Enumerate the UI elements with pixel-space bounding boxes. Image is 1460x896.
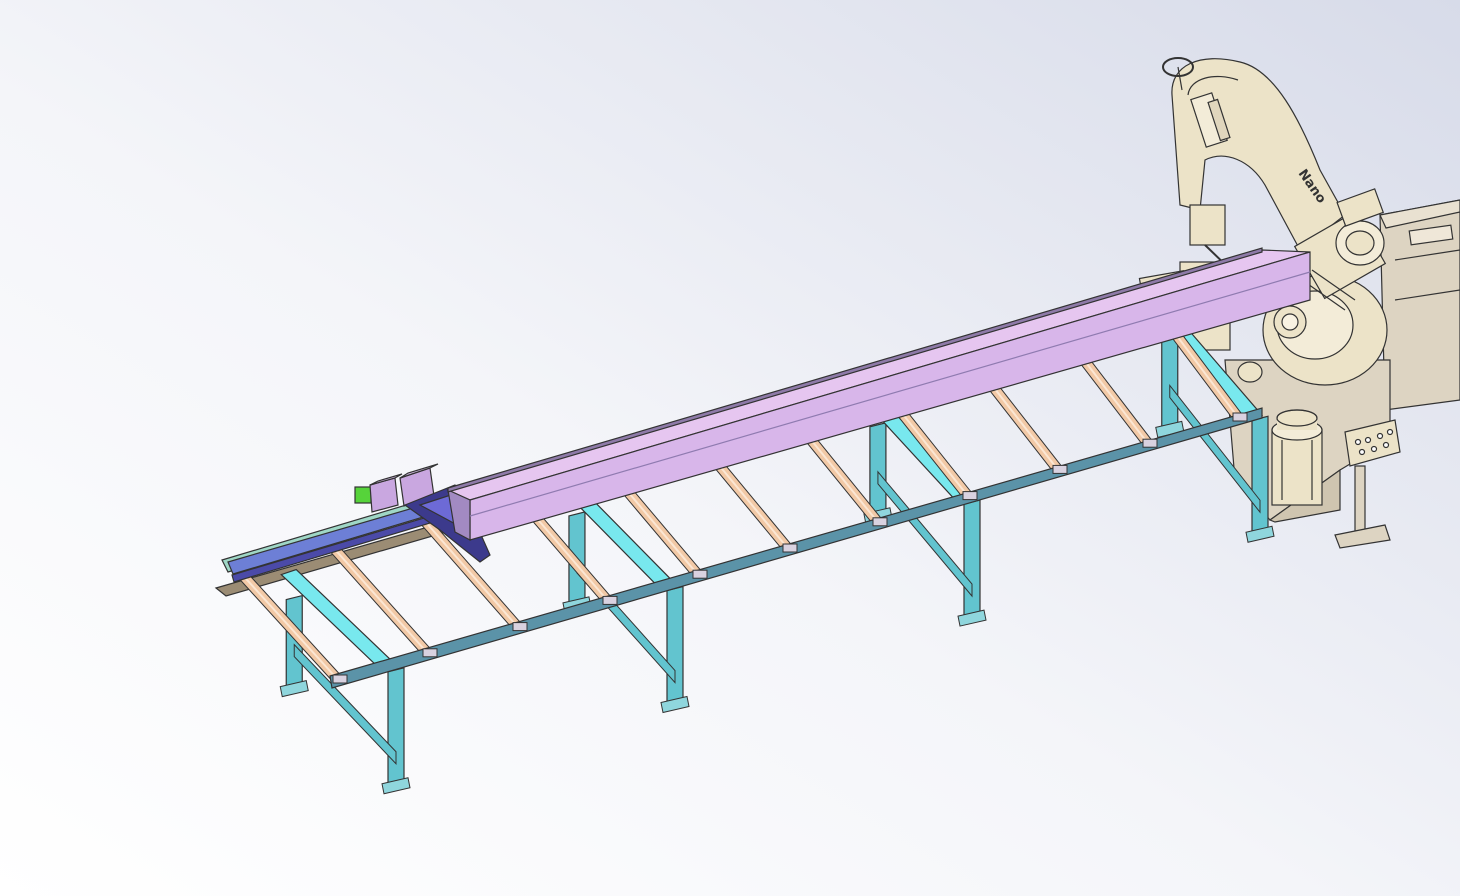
leg	[666, 585, 684, 706]
outfeed-slot	[1408, 224, 1454, 246]
leg	[1161, 335, 1179, 431]
roller-bracket	[872, 517, 888, 527]
leg-brace	[877, 470, 973, 598]
roller-bracket	[962, 491, 978, 501]
workpiece-bar	[446, 247, 1311, 541]
leg-brace	[1169, 383, 1261, 514]
leg-foot	[381, 777, 411, 795]
leg	[1251, 415, 1269, 536]
drive-motor	[1293, 188, 1387, 311]
leg-pair	[863, 422, 987, 627]
handwheel-icon	[1162, 57, 1194, 77]
leg	[963, 499, 981, 619]
leg-pair	[279, 594, 411, 795]
hydraulic-motor	[1271, 409, 1323, 506]
roller-bracket	[1052, 464, 1068, 474]
saw-outfeed-top	[1379, 199, 1460, 229]
roller-bracket	[332, 674, 348, 684]
leg-brace	[293, 643, 397, 766]
roller-bracket	[692, 569, 708, 579]
leg	[869, 422, 887, 517]
roller-bracket	[782, 543, 798, 553]
control-panel	[1334, 419, 1401, 549]
leg-foot	[1245, 525, 1275, 543]
leg-foot	[660, 695, 690, 714]
roller-bracket	[1142, 438, 1158, 448]
roller-brackets	[332, 412, 1248, 684]
leg	[387, 666, 405, 787]
leg-foot	[957, 609, 987, 627]
leg-foot	[279, 679, 309, 698]
roller-bracket	[602, 595, 618, 605]
roller-bracket	[1232, 412, 1248, 422]
roller-bracket	[512, 622, 528, 632]
leg-pair	[1155, 335, 1275, 543]
roller-bracket	[422, 648, 438, 658]
workpiece-front-face	[447, 488, 471, 541]
